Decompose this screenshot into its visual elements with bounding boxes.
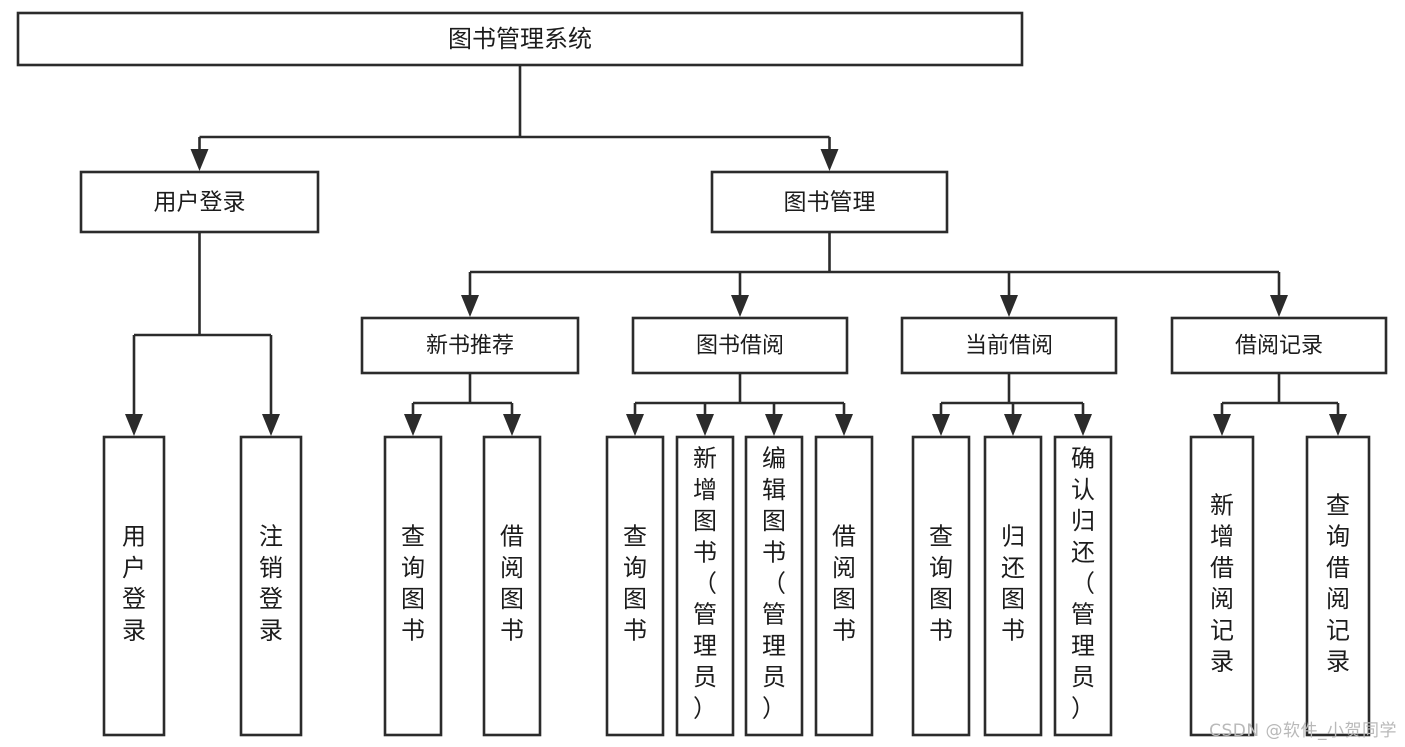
node-label-leaf-add-borrow-record: 新增借阅记录 xyxy=(1210,492,1234,676)
arrow-head-icon xyxy=(626,414,644,436)
node-book-borrow[interactable]: 图书借阅 xyxy=(631,316,849,375)
edge-borrow-record-to-leaves xyxy=(1213,373,1347,436)
node-new-book-recommend[interactable]: 新书推荐 xyxy=(360,316,580,375)
arrow-head-icon xyxy=(1074,414,1092,436)
node-box-leaf-confirm-return-admin xyxy=(1053,435,1113,737)
node-root[interactable]: 图书管理系统 xyxy=(16,11,1024,67)
node-label-book-borrow: 图书借阅 xyxy=(696,334,784,359)
node-label-leaf-user-login: 用户登录 xyxy=(122,523,146,645)
arrow-head-icon xyxy=(1329,414,1347,436)
arrow-head-icon xyxy=(503,414,521,436)
arrow-head-icon xyxy=(125,414,143,436)
node-label-book-management: 图书管理 xyxy=(784,190,876,216)
node-label-root: 图书管理系统 xyxy=(448,25,592,53)
node-box-leaf-query-book-current xyxy=(911,435,971,737)
node-label-leaf-add-book-admin: 新增图书（管理员） xyxy=(693,445,717,723)
node-box-book-management xyxy=(710,170,949,234)
node-label-leaf-edit-book-admin: 编辑图书（管理员） xyxy=(762,445,786,723)
node-label-new-book-recommend: 新书推荐 xyxy=(426,334,514,359)
connectors-layer xyxy=(125,65,1347,436)
node-label-current-borrow: 当前借阅 xyxy=(965,334,1053,359)
arrow-head-icon xyxy=(731,295,749,317)
node-borrow-record[interactable]: 借阅记录 xyxy=(1170,316,1388,375)
arrow-head-icon xyxy=(932,414,950,436)
node-leaf-return-book[interactable]: 归还图书 xyxy=(983,435,1043,737)
arrow-head-icon xyxy=(404,414,422,436)
node-box-leaf-add-book-admin xyxy=(675,435,735,737)
edge-user-login-to-leaves xyxy=(125,232,280,436)
node-current-borrow[interactable]: 当前借阅 xyxy=(900,316,1118,375)
node-label-leaf-query-book-borrow: 查询图书 xyxy=(623,523,647,645)
node-box-leaf-add-borrow-record xyxy=(1189,435,1255,737)
node-leaf-query-book-recommend[interactable]: 查询图书 xyxy=(383,435,443,737)
node-book-management[interactable]: 图书管理 xyxy=(710,170,949,234)
node-box-leaf-edit-book-admin xyxy=(744,435,804,737)
node-leaf-confirm-return-admin[interactable]: 确认归还（管理员） xyxy=(1053,435,1113,737)
node-leaf-borrow-book-recommend[interactable]: 借阅图书 xyxy=(482,435,542,737)
node-label-borrow-record: 借阅记录 xyxy=(1235,334,1323,359)
watermark-label: CSDN @软件_小贺同学 xyxy=(1209,721,1397,741)
node-leaf-query-book-borrow[interactable]: 查询图书 xyxy=(605,435,665,737)
arrow-head-icon xyxy=(1004,414,1022,436)
arrow-head-icon xyxy=(696,414,714,436)
edge-root-to-level2 xyxy=(190,65,839,171)
node-box-current-borrow xyxy=(900,316,1118,375)
node-box-leaf-user-login xyxy=(102,435,166,737)
node-label-leaf-borrow-book-recommend: 借阅图书 xyxy=(500,523,524,645)
arrow-head-icon xyxy=(835,414,853,436)
arrow-head-icon xyxy=(262,414,280,436)
node-leaf-edit-book-admin[interactable]: 编辑图书（管理员） xyxy=(744,435,804,737)
node-leaf-query-borrow-record[interactable]: 查询借阅记录 xyxy=(1305,435,1371,737)
arrow-head-icon xyxy=(820,149,839,171)
node-box-borrow-record xyxy=(1170,316,1388,375)
node-box-leaf-borrow-book-recommend xyxy=(482,435,542,737)
node-leaf-borrow-book[interactable]: 借阅图书 xyxy=(814,435,874,737)
node-label-user-login: 用户登录 xyxy=(154,190,246,216)
arrow-head-icon xyxy=(765,414,783,436)
edge-book-borrow-to-leaves xyxy=(626,373,853,436)
arrow-head-icon xyxy=(1000,295,1018,317)
node-leaf-user-logout[interactable]: 注销登录 xyxy=(239,435,303,737)
arrow-head-icon xyxy=(1213,414,1231,436)
node-box-leaf-user-logout xyxy=(239,435,303,737)
node-user-login[interactable]: 用户登录 xyxy=(79,170,320,234)
edge-new-book-recommend-to-leaves xyxy=(404,373,521,436)
arrow-head-icon xyxy=(190,149,209,171)
nodes-layer: 图书管理系统用户登录图书管理新书推荐图书借阅当前借阅借阅记录用户登录注销登录查询… xyxy=(16,11,1388,737)
node-box-new-book-recommend xyxy=(360,316,580,375)
edge-book-management-to-level3 xyxy=(461,232,1288,317)
node-leaf-add-book-admin[interactable]: 新增图书（管理员） xyxy=(675,435,735,737)
arrow-head-icon xyxy=(1270,295,1288,317)
node-label-leaf-query-borrow-record: 查询借阅记录 xyxy=(1326,492,1350,676)
node-label-leaf-return-book: 归还图书 xyxy=(1001,523,1025,645)
node-label-leaf-user-logout: 注销登录 xyxy=(259,523,283,645)
node-label-leaf-borrow-book: 借阅图书 xyxy=(832,523,856,645)
node-box-book-borrow xyxy=(631,316,849,375)
edge-current-borrow-to-leaves xyxy=(932,373,1092,436)
node-box-leaf-query-book-recommend xyxy=(383,435,443,737)
arrow-head-icon xyxy=(461,295,479,317)
node-box-root xyxy=(16,11,1024,67)
node-label-leaf-query-book-current: 查询图书 xyxy=(929,523,953,645)
node-leaf-user-login[interactable]: 用户登录 xyxy=(102,435,166,737)
node-leaf-add-borrow-record[interactable]: 新增借阅记录 xyxy=(1189,435,1255,737)
node-box-leaf-query-borrow-record xyxy=(1305,435,1371,737)
node-box-leaf-query-book-borrow xyxy=(605,435,665,737)
node-box-leaf-borrow-book xyxy=(814,435,874,737)
node-box-leaf-return-book xyxy=(983,435,1043,737)
node-box-user-login xyxy=(79,170,320,234)
node-leaf-query-book-current[interactable]: 查询图书 xyxy=(911,435,971,737)
node-label-leaf-query-book-recommend: 查询图书 xyxy=(401,523,425,645)
node-label-leaf-confirm-return-admin: 确认归还（管理员） xyxy=(1071,445,1095,723)
